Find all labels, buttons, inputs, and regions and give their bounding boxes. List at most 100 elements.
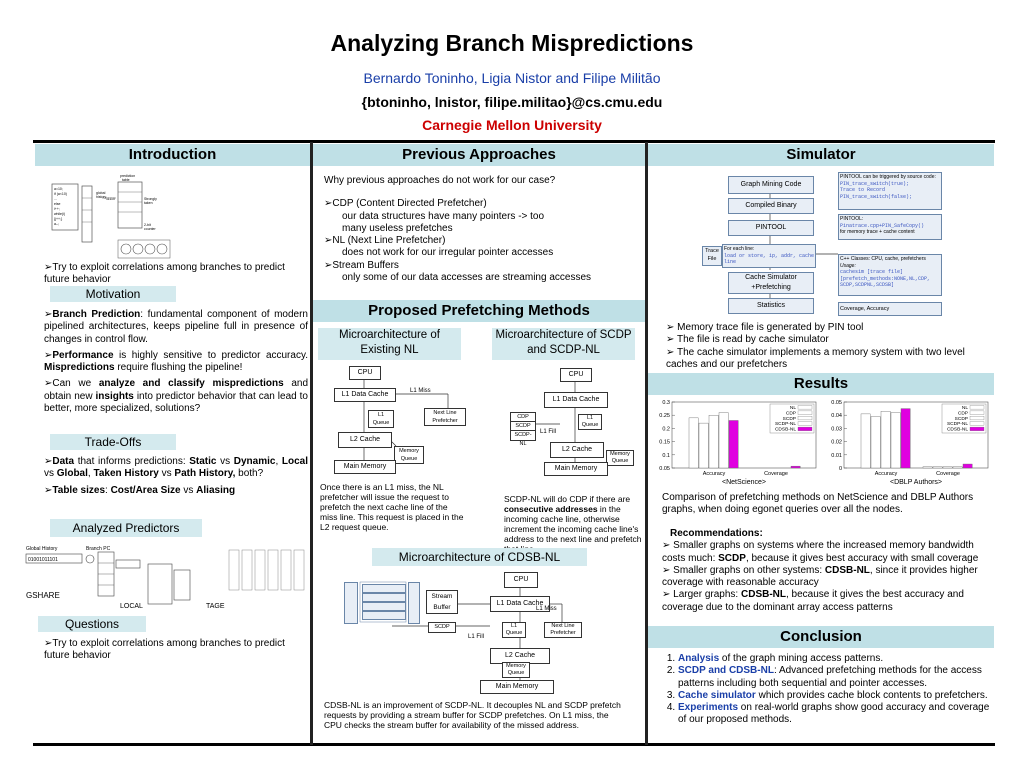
l1-cache-box: L1 Data Cache [490, 596, 550, 612]
legend-swatch [969, 421, 985, 426]
tradeoffs-list: ➢Data that informs predictions: Static v… [44, 456, 308, 501]
previous-question: Why previous approaches do not work for … [324, 175, 556, 186]
questions-bullet: ➢Try to exploit correlations among branc… [44, 638, 285, 662]
cdsb-microarchitecture-diagram: Stream Buffer CPU L1 Data Cache L1 Miss … [340, 568, 600, 696]
conclusion-item: Cache simulator which provides cache blo… [678, 690, 992, 702]
column-divider-2 [645, 142, 648, 745]
legend-swatch [969, 405, 985, 410]
bar [708, 415, 719, 469]
legend-label: SCDP [955, 416, 968, 422]
global-history-label: Global History [26, 546, 58, 552]
sub-cdsb: Microarchitecture of CDSB-NL [372, 548, 587, 566]
university: Carnegie Mellon University [422, 117, 602, 133]
y-tick-label: 0.01 [831, 453, 842, 459]
sb-queue [362, 611, 406, 620]
x-tick-label: Coverage [764, 471, 788, 477]
authors: Bernardo Toninho, Ligia Nistor and Filip… [363, 70, 661, 86]
legend-label: CDP [786, 410, 796, 416]
cache-simulator-box: Cache Simulator +Prefetching [728, 272, 814, 294]
motivation-item: ➢Performance is highly sensitive to pred… [44, 349, 308, 374]
y-tick-label: 0.3 [662, 400, 670, 406]
l1-queue-box: L1 Queue [368, 410, 394, 428]
trace-format-note: For each line: load or store, ip, addr, … [722, 244, 816, 268]
sub-existing-nl: Microarchitecture of Existing NL [318, 328, 461, 360]
y-tick-label: 0.04 [831, 413, 842, 419]
motivation-item: ➢Can we analyze and classify mispredicti… [44, 378, 308, 415]
svg-text:...: ... [54, 197, 57, 201]
l1-queue-box: L1 Queue [578, 414, 602, 430]
l1-queue-box: L1 Queue [502, 622, 526, 638]
conclusion-item: Analysis of the graph mining access patt… [678, 653, 992, 665]
legend-swatch [797, 426, 813, 431]
analyzed-predictors-header: Analyzed Predictors [50, 519, 202, 537]
questions-header: Questions [38, 616, 146, 632]
results-comparison: Comparison of prefetching methods on Net… [662, 492, 974, 516]
l1-cache-box: L1 Data Cache [334, 388, 396, 402]
bar [952, 466, 963, 469]
simulator-flow-diagram: Graph Mining Code Compiled Binary PINTOO… [700, 170, 942, 320]
tradeoff-item: ➢Data that informs predictions: Static v… [44, 456, 308, 480]
sb-queue [362, 593, 406, 602]
sb-queue [362, 584, 406, 593]
cpu-box: CPU [560, 368, 592, 382]
legend-swatch [797, 410, 813, 415]
svg-text:i++;: i++; [54, 207, 60, 211]
y-tick-label: 0.2 [662, 426, 670, 432]
bar [860, 413, 871, 469]
tradeoffs-header: Trade-Offs [50, 434, 176, 450]
poster-title: Analyzing Branch Mispredictions [330, 30, 694, 56]
motivation-list: ➢Branch Prediction: fundamental componen… [44, 309, 308, 419]
results-header: Results [648, 373, 994, 395]
column-divider-1 [310, 142, 313, 745]
x-axis-label: <DBLP Authors> [890, 479, 942, 486]
legend-label: NL [790, 405, 796, 411]
memory-queue-box: Memory Queue [606, 450, 634, 466]
proposed-methods-header: Proposed Prefetching Methods [313, 300, 645, 322]
y-tick-label: 0.1 [662, 453, 670, 459]
scdp-caption: SCDP-NL will do CDP if there are consecu… [504, 494, 642, 554]
x-tick-label: Coverage [936, 471, 960, 477]
cpp-classes-note: C++ Classes: CPU, cache, prefetchers Usa… [838, 254, 942, 296]
y-tick-label: 0.02 [831, 440, 842, 446]
conclusion-header: Conclusion [648, 626, 994, 648]
tradeoff-item: ➢Table sizes: Cost/Area Size vs Aliasing [44, 484, 236, 496]
introduction-header: Introduction [35, 144, 310, 166]
svg-text:11110: 11110 [106, 197, 115, 201]
simulator-bullets: ➢ Memory trace file is generated by PIN … [666, 322, 965, 370]
legend-swatch [797, 405, 813, 410]
legend-label: CDP [958, 410, 968, 416]
bar [942, 466, 953, 469]
bottom-rule [33, 743, 995, 746]
legend-swatch [797, 421, 813, 426]
svg-text:while(i): while(i) [54, 212, 65, 216]
l2-cache-box: L2 Cache [338, 432, 392, 448]
legend-label: SCDP [783, 416, 796, 422]
l2-cache-box: L2 Cache [550, 442, 604, 458]
graph-mining-box: Graph Mining Code [728, 176, 814, 194]
pintool-note: PINTOOL: Pinatrace.cpp+PIN_SafeCopy() fo… [838, 214, 942, 240]
legend-label: CDSB-NL [947, 427, 968, 433]
history-bits: 01001011101 [28, 557, 58, 563]
gshare-label: GSHARE [26, 591, 60, 600]
top-rule [33, 140, 995, 143]
svg-text:counter: counter [144, 227, 157, 231]
nl-caption: Once there is an L1 miss, the NL prefetc… [320, 482, 464, 532]
motivation-header: Motivation [50, 286, 176, 302]
y-tick-label: 0.25 [659, 413, 670, 419]
emails: {btoninho, lnistor, filipe.militao}@cs.c… [361, 94, 663, 110]
nl-prefetcher-box: Next Line Prefetcher [544, 622, 582, 638]
x-axis-label: <NetScience> [722, 479, 766, 486]
branch-pc-label: Branch PC [86, 546, 111, 552]
bar [698, 422, 709, 469]
svg-text:else: else [54, 202, 60, 206]
svg-text:table: table [122, 178, 130, 182]
svg-text:{j++;}: {j++;} [54, 217, 63, 221]
local-label: LOCAL [120, 603, 143, 610]
scdp-box: SCDP [428, 622, 456, 633]
l1-miss-label: L1 Miss [536, 606, 557, 612]
legend-label: SCDP-NL [775, 421, 796, 427]
main-memory-box: Main Memory [480, 680, 554, 694]
legend-swatch [969, 426, 985, 431]
legend-label: NL [962, 405, 968, 411]
bar [790, 465, 801, 469]
